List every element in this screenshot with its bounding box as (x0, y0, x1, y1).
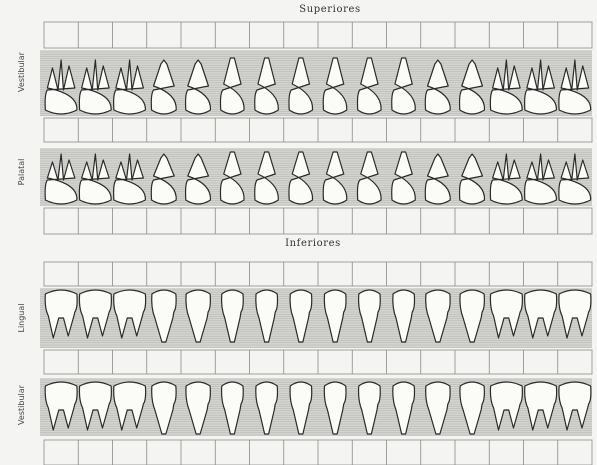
row-label-upper-palatal: Palatal (17, 159, 26, 186)
row-label-lower-vestibular: Vestibular (17, 384, 26, 425)
row-label-lower-lingual: Lingual (17, 303, 26, 332)
lower-arch-title: Inferiores (285, 238, 341, 249)
upper-arch-title: Superiores (299, 4, 360, 15)
row-label-upper-vestibular: Vestibular (17, 51, 26, 92)
